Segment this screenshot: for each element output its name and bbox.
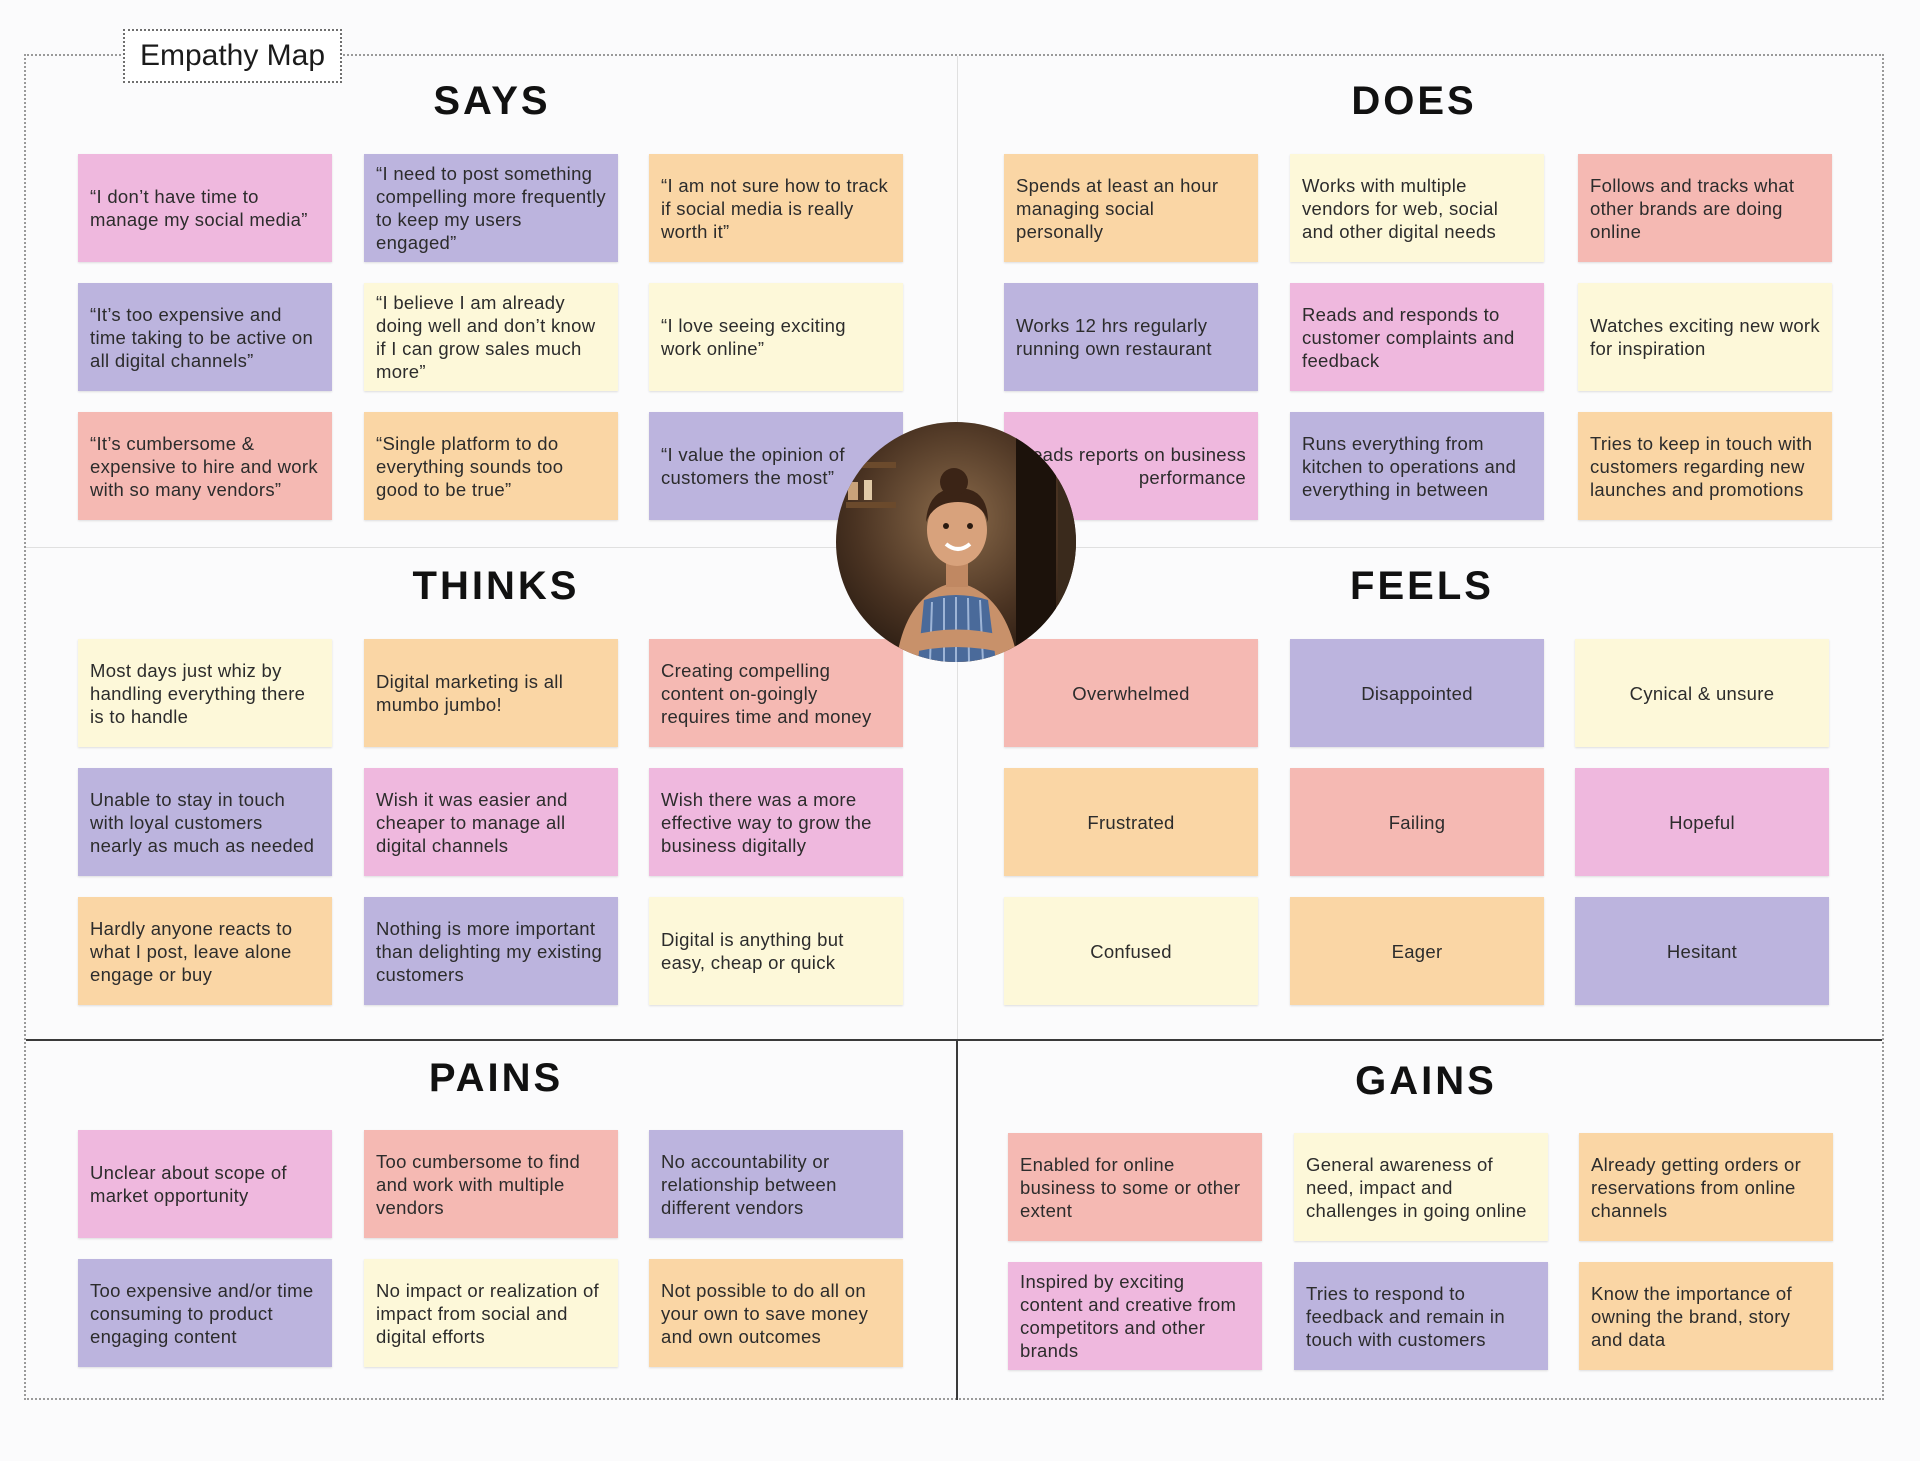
says-note[interactable]: “I love seeing exciting work online” bbox=[649, 283, 903, 391]
does-note[interactable]: Spends at least an hour managing social … bbox=[1004, 154, 1258, 262]
says-note[interactable]: “I value the opinion of customers the mo… bbox=[649, 412, 903, 520]
does-note[interactable]: Follows and tracks what other brands are… bbox=[1578, 154, 1832, 262]
persona-avatar bbox=[836, 422, 1076, 662]
does-note[interactable]: Tries to keep in touch with customers re… bbox=[1578, 412, 1832, 520]
feels-note[interactable]: Confused bbox=[1004, 897, 1258, 1005]
does-note[interactable]: Runs everything from kitchen to operatio… bbox=[1290, 412, 1544, 520]
feels-note[interactable]: Eager bbox=[1290, 897, 1544, 1005]
thinks-heading: THINKS bbox=[412, 564, 580, 608]
feels-note[interactable]: Disappointed bbox=[1290, 639, 1544, 747]
pains-note[interactable]: Too cumbersome to find and work with mul… bbox=[364, 1130, 618, 1238]
gains-note[interactable]: Tries to respond to feedback and remain … bbox=[1294, 1262, 1548, 1370]
thinks-note[interactable]: Unable to stay in touch with loyal custo… bbox=[78, 768, 332, 876]
thinks-note[interactable]: Hardly anyone reacts to what I post, lea… bbox=[78, 897, 332, 1005]
says-note[interactable]: “I am not sure how to track if social me… bbox=[649, 154, 903, 262]
thinks-note[interactable]: Digital is anything but easy, cheap or q… bbox=[649, 897, 903, 1005]
thinks-note[interactable]: Wish there was a more effective way to g… bbox=[649, 768, 903, 876]
map-title[interactable]: Empathy Map bbox=[123, 29, 342, 83]
thinks-note[interactable]: Wish it was easier and cheaper to manage… bbox=[364, 768, 618, 876]
says-note[interactable]: “It’s too expensive and time taking to b… bbox=[78, 283, 332, 391]
thinks-note[interactable]: Nothing is more important than delightin… bbox=[364, 897, 618, 1005]
feels-note[interactable]: Frustrated bbox=[1004, 768, 1258, 876]
thinks-note[interactable]: Creating compelling content on-goingly r… bbox=[649, 639, 903, 747]
gains-note[interactable]: General awareness of need, impact and ch… bbox=[1294, 1133, 1548, 1241]
does-note[interactable]: Works 12 hrs regularly running own resta… bbox=[1004, 283, 1258, 391]
pains-note[interactable]: Too expensive and/or time consuming to p… bbox=[78, 1259, 332, 1367]
pains-note[interactable]: No accountability or relationship betwee… bbox=[649, 1130, 903, 1238]
says-note[interactable]: “I need to post something compelling mor… bbox=[364, 154, 618, 262]
gains-note[interactable]: Inspired by exciting content and creativ… bbox=[1008, 1262, 1262, 1370]
thinks-note[interactable]: Most days just whiz by handling everythi… bbox=[78, 639, 332, 747]
says-note[interactable]: “Single platform to do everything sounds… bbox=[364, 412, 618, 520]
pains-note[interactable]: Unclear about scope of market opportunit… bbox=[78, 1130, 332, 1238]
feels-note[interactable]: Failing bbox=[1290, 768, 1544, 876]
says-heading: SAYS bbox=[433, 79, 551, 123]
gains-note[interactable]: Already getting orders or reservations f… bbox=[1579, 1133, 1833, 1241]
feels-heading: FEELS bbox=[1350, 564, 1494, 608]
pains-note[interactable]: Not possible to do all on your own to sa… bbox=[649, 1259, 903, 1367]
says-note[interactable]: “It’s cumbersome & expensive to hire and… bbox=[78, 412, 332, 520]
thinks-note[interactable]: Digital marketing is all mumbo jumbo! bbox=[364, 639, 618, 747]
feels-note[interactable]: Overwhelmed bbox=[1004, 639, 1258, 747]
does-note[interactable]: Works with multiple vendors for web, soc… bbox=[1290, 154, 1544, 262]
pains-note[interactable]: No impact or realization of impact from … bbox=[364, 1259, 618, 1367]
does-note[interactable]: Watches exciting new work for inspiratio… bbox=[1578, 283, 1832, 391]
gains-heading: GAINS bbox=[1355, 1059, 1497, 1103]
says-note[interactable]: “I believe I am already doing well and d… bbox=[364, 283, 618, 391]
divider-pains-gains-vertical bbox=[956, 1039, 958, 1400]
empathy-map-frame bbox=[24, 54, 1884, 1400]
divider-pains-gains bbox=[26, 1039, 1882, 1041]
feels-note[interactable]: Hesitant bbox=[1575, 897, 1829, 1005]
gains-note[interactable]: Know the importance of owning the brand,… bbox=[1579, 1262, 1833, 1370]
feels-note[interactable]: Cynical & unsure bbox=[1575, 639, 1829, 747]
feels-note[interactable]: Hopeful bbox=[1575, 768, 1829, 876]
persona-avatar-illustration bbox=[836, 422, 1076, 662]
says-note[interactable]: “I don’t have time to manage my social m… bbox=[78, 154, 332, 262]
gains-note[interactable]: Enabled for online business to some or o… bbox=[1008, 1133, 1262, 1241]
does-heading: DOES bbox=[1351, 79, 1477, 123]
does-note[interactable]: Reads and responds to customer complaint… bbox=[1290, 283, 1544, 391]
pains-heading: PAINS bbox=[428, 1056, 564, 1100]
